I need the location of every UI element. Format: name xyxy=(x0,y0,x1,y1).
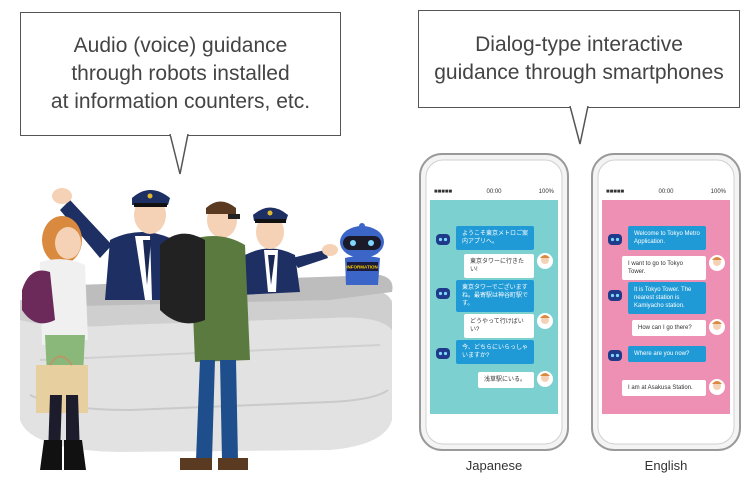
user-avatar-icon xyxy=(537,371,553,387)
information-counter-illustration: INFORMATION xyxy=(20,188,393,470)
battery-indicator: 100% xyxy=(538,189,554,195)
bubble-tail xyxy=(569,106,589,145)
english-phone: ■■■■■ 00:00 100% Welcome to Tokyo Metro … xyxy=(590,152,742,452)
robot-avatar-icon xyxy=(608,350,622,361)
smartphone-guidance-bubble: Dialog-type interactive guidance through… xyxy=(418,10,740,108)
user-message: I am at Asakusa Station. xyxy=(622,380,706,396)
bot-message: ようこそ東京メトロご案内アプリへ。 xyxy=(456,226,534,250)
battery-indicator: 100% xyxy=(710,189,726,195)
clock: 00:00 xyxy=(658,189,674,195)
bot-message: It is Tokyo Tower. The nearest station i… xyxy=(628,282,706,314)
bubble-line: at information counters, etc. xyxy=(50,90,311,113)
robot-badge-text: INFORMATION xyxy=(346,265,377,270)
english-caption: English xyxy=(644,458,688,473)
bubble-line: Audio (voice) guidance xyxy=(73,34,288,57)
robot-avatar-icon xyxy=(436,348,450,359)
bubble-line: Dialog-type interactive xyxy=(475,33,683,56)
robot-avatar-icon xyxy=(608,234,622,245)
man-customer xyxy=(160,201,250,470)
user-avatar-icon xyxy=(709,379,725,395)
guide-robot-icon: INFORMATION xyxy=(340,223,384,285)
woman-customer xyxy=(22,216,88,470)
bot-message: 東京タワーでございますね。最寄駅は神谷町駅です。 xyxy=(456,280,534,312)
robot-guidance-bubble: Audio (voice) guidance through robots in… xyxy=(20,12,341,136)
bubble-tail xyxy=(169,134,189,175)
user-avatar-icon xyxy=(709,255,725,271)
robot-avatar-icon xyxy=(608,290,622,301)
signal-indicator: ■■■■■ xyxy=(606,189,625,195)
user-avatar-icon xyxy=(537,253,553,269)
status-bar: ■■■■■ 00:00 100% xyxy=(430,186,558,200)
robot-avatar-icon xyxy=(436,288,450,299)
bot-message: Where are you now? xyxy=(628,346,706,362)
clock: 00:00 xyxy=(486,189,502,195)
chat-screen: ■■■■■ 00:00 100% Welcome to Tokyo Metro … xyxy=(602,186,730,414)
japanese-phone: ■■■■■ 00:00 100% ようこそ東京メトロご案内アプリへ。 東京タワー… xyxy=(418,152,570,452)
user-message: How can I go there? xyxy=(632,320,706,336)
signal-indicator: ■■■■■ xyxy=(434,189,453,195)
station-staff-standing xyxy=(240,207,338,295)
user-message: 浅草駅にいる。 xyxy=(478,372,534,388)
bot-message: 今、どちらにいらっしゃいますか? xyxy=(456,340,534,364)
user-message: どうやって行けばいい? xyxy=(464,314,534,338)
user-avatar-icon xyxy=(537,313,553,329)
user-avatar-icon xyxy=(709,319,725,335)
bot-message: Welcome to Tokyo Metro Application. xyxy=(628,226,706,250)
user-message: 東京タワーに行きたい! xyxy=(464,254,534,278)
japanese-caption: Japanese xyxy=(465,458,523,473)
user-message: I want to go to Tokyo Tower. xyxy=(622,256,706,280)
bubble-line: guidance through smartphones xyxy=(434,61,724,84)
status-bar: ■■■■■ 00:00 100% xyxy=(602,186,730,200)
chat-screen: ■■■■■ 00:00 100% ようこそ東京メトロご案内アプリへ。 東京タワー… xyxy=(430,186,558,414)
robot-avatar-icon xyxy=(436,234,450,245)
bubble-line: through robots installed xyxy=(71,62,290,85)
